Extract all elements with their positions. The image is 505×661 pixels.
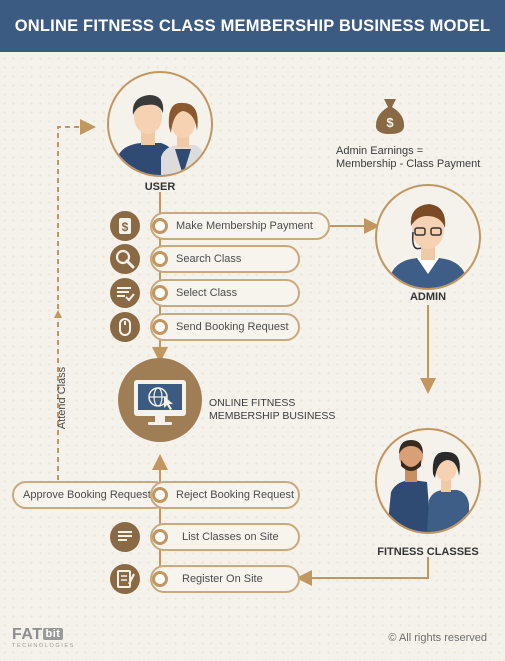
page-title: ONLINE FITNESS CLASS MEMBERSHIP BUSINESS…	[0, 0, 505, 52]
dollar-icon: $	[110, 211, 140, 241]
attend-class-label: Attend Class	[56, 366, 68, 430]
user-avatar-circle	[107, 71, 213, 177]
copyright: © All rights reserved	[388, 632, 487, 644]
svg-text:$: $	[122, 220, 129, 234]
step-list-classes-on-site: List Classes on Site	[150, 523, 300, 551]
step-approve-booking-request: Approve Booking Request	[12, 481, 168, 509]
step-label: Search Class	[176, 253, 242, 265]
money-bag-icon: $	[373, 95, 407, 135]
step-label: Send Booking Request	[176, 321, 289, 333]
user-label: USER	[144, 181, 176, 193]
spine-knob	[152, 571, 168, 587]
step-label: Reject Booking Request	[176, 489, 295, 501]
lines-icon	[110, 522, 140, 552]
spine-knob	[152, 487, 168, 503]
step-search-class: Search Class	[150, 245, 300, 273]
business-circle	[118, 358, 202, 442]
step-send-booking-request: Send Booking Request	[150, 313, 300, 341]
step-make-membership-payment: Make Membership Payment	[150, 212, 330, 240]
spine-knob	[152, 218, 168, 234]
form-icon	[110, 564, 140, 594]
mouse-icon	[110, 312, 140, 342]
spine-knob	[152, 285, 168, 301]
fitness-classes-label: FITNESS CLASSES	[377, 546, 479, 558]
list-check-icon	[110, 278, 140, 308]
brand-main: FAT	[12, 626, 43, 643]
business-label-line1: ONLINE FITNESS	[209, 397, 296, 409]
brand-bit: bit	[42, 628, 64, 640]
admin-label: ADMIN	[409, 291, 447, 303]
svg-text:$: $	[386, 115, 394, 130]
business-label-line2: MEMBERSHIP BUSINESS	[209, 410, 336, 422]
fitness-classes-circle	[375, 428, 481, 534]
admin-earnings-line2: Membership - Class Payment	[336, 158, 481, 170]
step-register-on-site: Register On Site	[150, 565, 300, 593]
magnifier-icon	[110, 244, 140, 274]
step-label: Make Membership Payment	[176, 220, 313, 232]
step-select-class: Select Class	[150, 279, 300, 307]
spine-knob	[152, 529, 168, 545]
spine-knob	[152, 251, 168, 267]
spine-knob	[152, 319, 168, 335]
admin-earnings-line1: Admin Earnings =	[336, 145, 424, 157]
monitor-icon	[134, 380, 186, 425]
brand-sub: TECHNOLOGIES	[12, 643, 75, 649]
step-reject-booking-request: Reject Booking Request	[150, 481, 300, 509]
step-label: Register On Site	[182, 573, 263, 585]
admin-avatar-circle	[375, 184, 481, 290]
step-label: List Classes on Site	[182, 531, 279, 543]
step-label: Select Class	[176, 287, 238, 299]
step-label: Approve Booking Request	[23, 489, 151, 501]
